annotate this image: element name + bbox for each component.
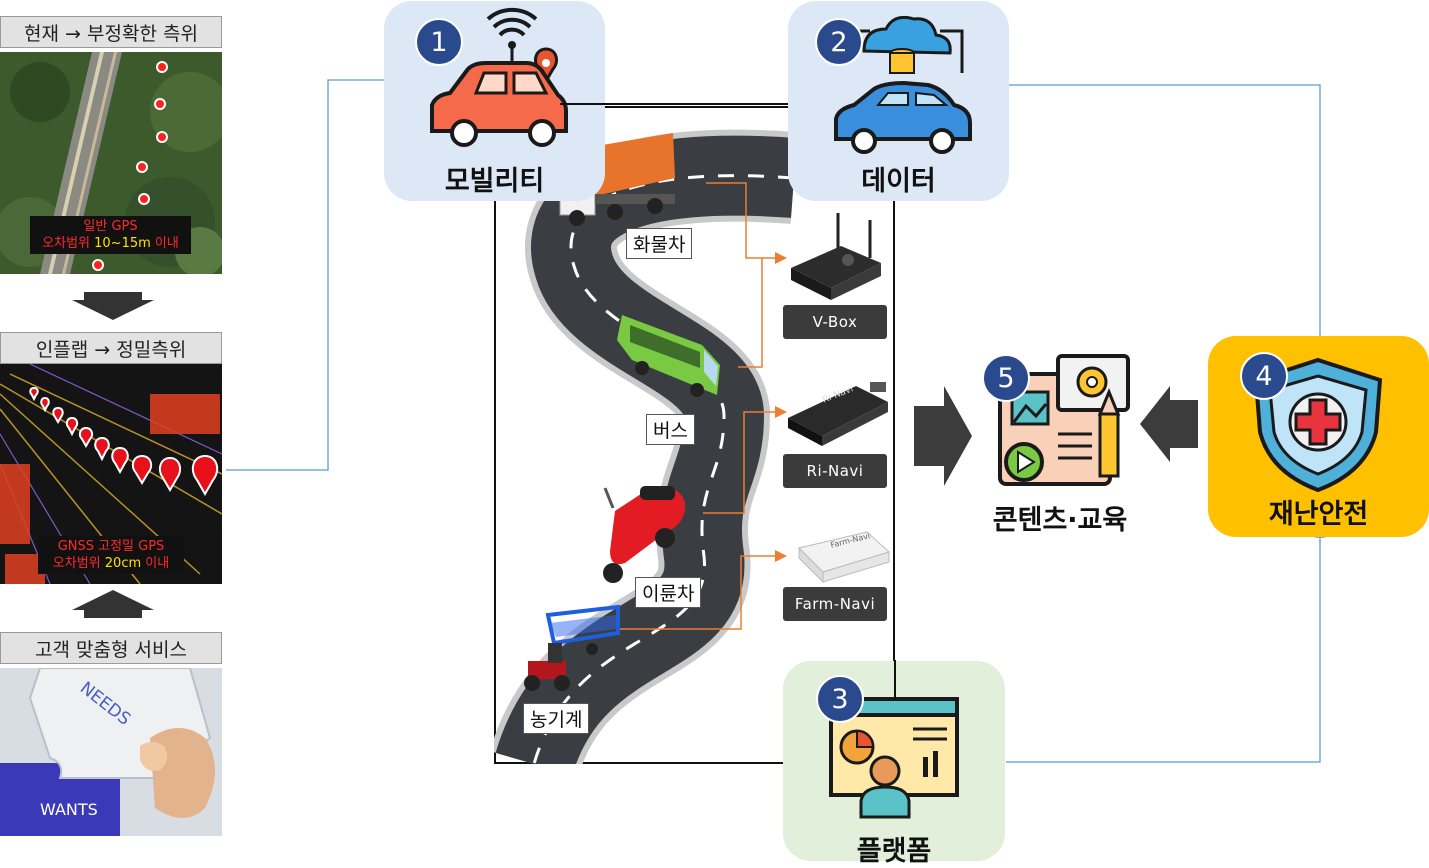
connected-car-icon — [430, 7, 568, 147]
device-label-vbox: V-Box — [783, 305, 887, 339]
vehicle-label-bus: 버스 — [646, 414, 695, 445]
vehicle-label-motorcycle: 이륜차 — [635, 577, 702, 608]
badge-4: 4 — [1240, 352, 1288, 400]
device-label-ri-navi: Ri-Navi — [783, 454, 887, 488]
range-value: 10~15m — [94, 236, 151, 251]
vehicle-label-farm-machine: 농기계 — [523, 703, 590, 734]
vehicle-label-truck: 화물차 — [626, 228, 693, 259]
up-arrow-icon — [72, 590, 154, 622]
gnss-type-text: GNSS 고정밀 GPS — [57, 539, 165, 554]
safety-node: 재난안전 — [1208, 336, 1429, 537]
left-arrow-icon — [1140, 386, 1198, 462]
farm-navi-device-icon — [798, 531, 890, 584]
infra-panel-title: 인플랩 → 정밀측위 — [0, 332, 222, 364]
bus-icon — [617, 315, 720, 397]
badge-2: 2 — [815, 18, 863, 66]
gnss-range-text: 오차범위 20cm 이내 — [46, 555, 176, 572]
content-education-icon — [998, 354, 1130, 486]
lidar-gps-image: GNSS 고정밀 GPS 오차범위 20cm 이내 — [0, 364, 222, 584]
gps-type-text: 일반 GPS — [83, 219, 138, 234]
shield-cross-icon — [1253, 357, 1383, 493]
range-suffix: 이내 — [150, 236, 179, 251]
ri-navi-device-icon — [788, 382, 888, 446]
range-suffix: 이내 — [141, 556, 170, 571]
scooter-icon — [603, 486, 686, 583]
puzzle-image: NEEDS WANTS — [0, 668, 222, 836]
range-value: 20cm — [104, 556, 142, 571]
current-panel-title: 현재 → 부정확한 측위 — [0, 16, 222, 48]
range-prefix: 오차범위 — [42, 236, 95, 251]
platform-label: 플랫폼 — [856, 836, 932, 867]
mobility-label: 모빌리티 — [444, 166, 545, 197]
gps-range-text: 오차범위 10~15m 이내 — [38, 235, 183, 252]
right-arrow-icon — [914, 386, 972, 486]
range-prefix: 오차범위 — [52, 556, 105, 571]
badge-1: 1 — [415, 18, 463, 66]
gnss-accuracy-label: GNSS 고정밀 GPS 오차범위 20cm 이내 — [38, 536, 184, 574]
device-label-farm-navi: Farm-Navi — [783, 587, 887, 621]
badge-5: 5 — [982, 354, 1030, 402]
tractor-icon — [524, 604, 620, 691]
wants-text: WANTS — [40, 800, 98, 819]
gps-accuracy-label: 일반 GPS 오차범위 10~15m 이내 — [30, 216, 191, 254]
data-label: 데이터 — [861, 166, 936, 197]
down-arrow-icon — [72, 292, 154, 324]
vbox-device-icon — [791, 213, 881, 300]
aerial-gps-image: 일반 GPS 오차범위 10~15m 이내 — [0, 52, 222, 274]
content-label: 콘텐츠·교육 — [992, 505, 1128, 536]
service-panel-title: 고객 맞춤형 서비스 — [0, 632, 222, 664]
badge-3: 3 — [816, 675, 864, 723]
safety-label: 재난안전 — [1268, 499, 1369, 530]
